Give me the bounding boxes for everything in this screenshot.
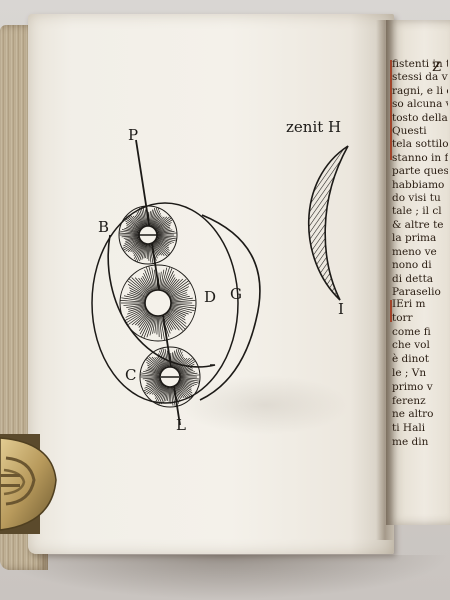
upper-line: ragni, e li e [392, 84, 448, 97]
label-g: G [230, 285, 242, 303]
brass-clasp [0, 434, 57, 534]
upper-line: fistenti in t [392, 58, 448, 70]
label-zenith: zenit H [286, 118, 342, 136]
sun-d [119, 264, 197, 342]
label-c: C [125, 366, 137, 384]
lower-line: che vol [392, 339, 430, 352]
sun-b [118, 205, 178, 265]
lower-line: me din [392, 435, 429, 448]
upper-line: habbiamo [392, 178, 445, 191]
upper-line: nono di [392, 259, 432, 272]
parhelia-diagram [91, 139, 261, 426]
upper-line: tela sottilo [392, 138, 448, 151]
upper-line: so alcuna v [392, 98, 448, 111]
lower-line: come fi [392, 325, 431, 338]
label-p: P [128, 126, 139, 144]
label-i: I [338, 300, 344, 318]
crescent-figure [307, 145, 349, 301]
lower-line: è dinot [392, 353, 429, 366]
lower-line: ne altro [392, 408, 434, 421]
lower-line: primo v [392, 380, 433, 393]
lower-line: IEri m [392, 298, 426, 310]
upper-line: la prima [392, 232, 437, 245]
label-l: L [176, 416, 186, 434]
book-shadow [0, 555, 450, 600]
page-stain [180, 375, 350, 435]
upper-line: do visi tu [392, 192, 441, 205]
halo-circle [107, 234, 216, 368]
upper-line: tosto della [392, 111, 448, 124]
upper-line: stanno in f [392, 151, 448, 164]
upper-line: meno ve [392, 245, 437, 258]
outer-arc [199, 214, 261, 401]
lower-line: ti Hali [392, 422, 426, 435]
upper-line: Questi [392, 125, 427, 138]
label-b: B [98, 218, 110, 236]
upper-line: di detta [392, 272, 434, 285]
lower-line: le ; Vn [392, 366, 427, 379]
lower-line: torr [392, 311, 413, 324]
upper-line: & altre te [392, 218, 444, 231]
rubric-initial-mark [390, 300, 392, 322]
right-page [386, 20, 450, 525]
book-gutter [376, 20, 394, 540]
upper-line: tale ; il cl [392, 205, 442, 218]
running-head: Z [432, 60, 442, 75]
inner-halo [91, 202, 239, 404]
upper-line: parte quest [392, 165, 448, 178]
sun-c [139, 346, 201, 408]
upper-line: Paraselio [392, 285, 441, 298]
label-d: D [204, 288, 217, 306]
upper-line: stessi da vu [392, 71, 448, 84]
lower-line: ferenz [392, 394, 426, 407]
rubric-line [390, 60, 392, 160]
